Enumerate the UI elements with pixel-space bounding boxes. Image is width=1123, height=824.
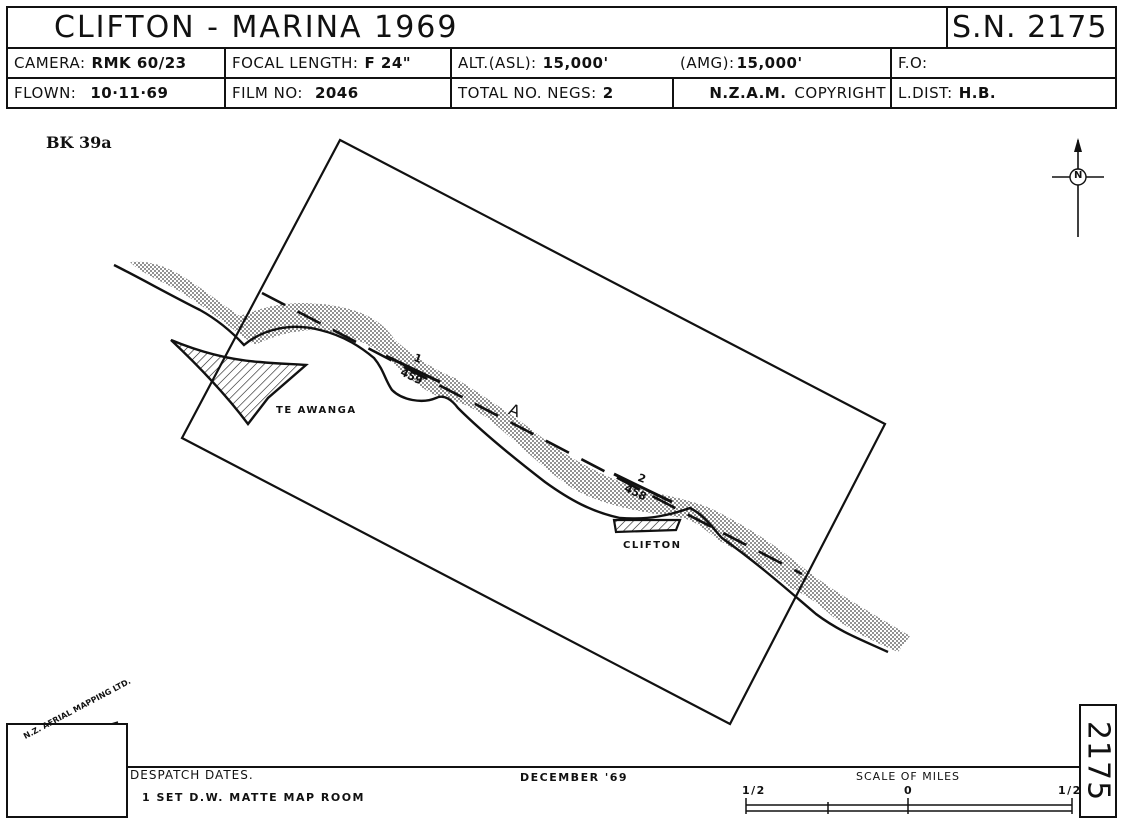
map-title: CLIFTON - MARINA 1969 <box>54 10 459 45</box>
header-row-camera: CAMERA: RMK 60/23 FOCAL LENGTH: F 24" ALT.… <box>8 49 1115 79</box>
ldist-label: L.DIST: <box>898 84 953 102</box>
scale-bar <box>745 798 1073 814</box>
alt-amg-label: (AMG): <box>680 54 735 72</box>
focal-label: FOCAL LENGTH: <box>232 54 359 72</box>
negs-cell: TOTAL NO. NEGS: 2 <box>452 79 674 109</box>
coastline <box>113 263 889 654</box>
alt-amg-value: 15,000' <box>736 54 803 72</box>
footer-strip <box>6 766 1079 818</box>
beach-band <box>130 261 910 652</box>
header-title-row: CLIFTON - MARINA 1969 S.N. 2175 <box>8 8 1115 49</box>
despatch-item: 1 SET D.W. MATTE MAP ROOM <box>142 791 365 804</box>
film-value: 2046 <box>314 84 359 102</box>
north-arrow <box>1052 138 1104 237</box>
photo-tick-1 <box>385 354 441 384</box>
flown-label: FLOWN: <box>14 84 77 102</box>
focal-value: F 24" <box>364 54 412 72</box>
alt-asl-value: 15,000' <box>542 54 609 72</box>
photo-tick-2 <box>613 472 673 504</box>
scale-right-label: 1/2 <box>1058 784 1082 797</box>
flown-cell: FLOWN: 10·11·69 <box>8 79 226 109</box>
alt-asl-cell: ALT.(ASL): 15,000' <box>452 49 674 77</box>
clifton-area <box>612 518 682 534</box>
title-divider <box>946 8 948 49</box>
fo-cell: F.O: <box>892 49 1115 77</box>
nzam-logo-box: N.Z. AERIAL MAPPING LTD. <box>6 677 132 818</box>
scale-title: SCALE OF MILES <box>856 770 961 783</box>
photo-coverage-frame <box>180 138 887 726</box>
camera-value: RMK 60/23 <box>91 54 187 72</box>
film-cell: FILM NO: 2046 <box>226 79 452 109</box>
alt-amg-cell: (AMG):15,000' <box>674 49 892 77</box>
scale-mid-label: 0 <box>904 784 914 797</box>
camera-cell: CAMERA: RMK 60/23 <box>8 49 226 77</box>
copyright-bold: N.Z.A.M. <box>709 84 787 102</box>
camera-label: CAMERA: <box>14 54 86 72</box>
header-row-flown: FLOWN: 10·11·69 FILM NO: 2046 TOTAL NO. NE… <box>8 79 1115 109</box>
negs-value: 2 <box>602 84 614 102</box>
despatch-date: DECEMBER '69 <box>520 771 629 784</box>
film-label: FILM NO: <box>232 84 303 102</box>
side-number: 2175 <box>1080 720 1116 802</box>
place-label-clifton: CLIFTON <box>623 540 682 551</box>
flown-value: 10·11·69 <box>90 84 169 102</box>
map-reference: BK 39a <box>46 133 112 152</box>
copyright-label: COPYRIGHT <box>794 84 886 102</box>
ldist-value: H.B. <box>958 84 997 102</box>
ldist-cell: L.DIST: H.B. <box>892 79 1115 109</box>
focal-cell: FOCAL LENGTH: F 24" <box>226 49 452 77</box>
flight-line-a <box>261 291 803 576</box>
scale-left-label: 1/2 <box>742 784 766 797</box>
negs-label: TOTAL NO. NEGS: <box>458 84 597 102</box>
side-number-box: 2175 <box>1079 704 1117 818</box>
despatch-label: DESPATCH DATES. <box>130 768 254 782</box>
place-label-te-awanga: TE AWANGA <box>276 405 357 416</box>
north-letter: N <box>1074 170 1083 181</box>
sheet-number: S.N. 2175 <box>952 10 1108 45</box>
alt-asl-label: ALT.(ASL): <box>458 54 537 72</box>
copyright-cell: N.Z.A.M. COPYRIGHT <box>674 79 892 109</box>
header-table: CLIFTON - MARINA 1969 S.N. 2175 CAMERA: R… <box>6 6 1117 109</box>
fo-label: F.O: <box>898 54 928 72</box>
te-awanga-area <box>170 338 309 426</box>
